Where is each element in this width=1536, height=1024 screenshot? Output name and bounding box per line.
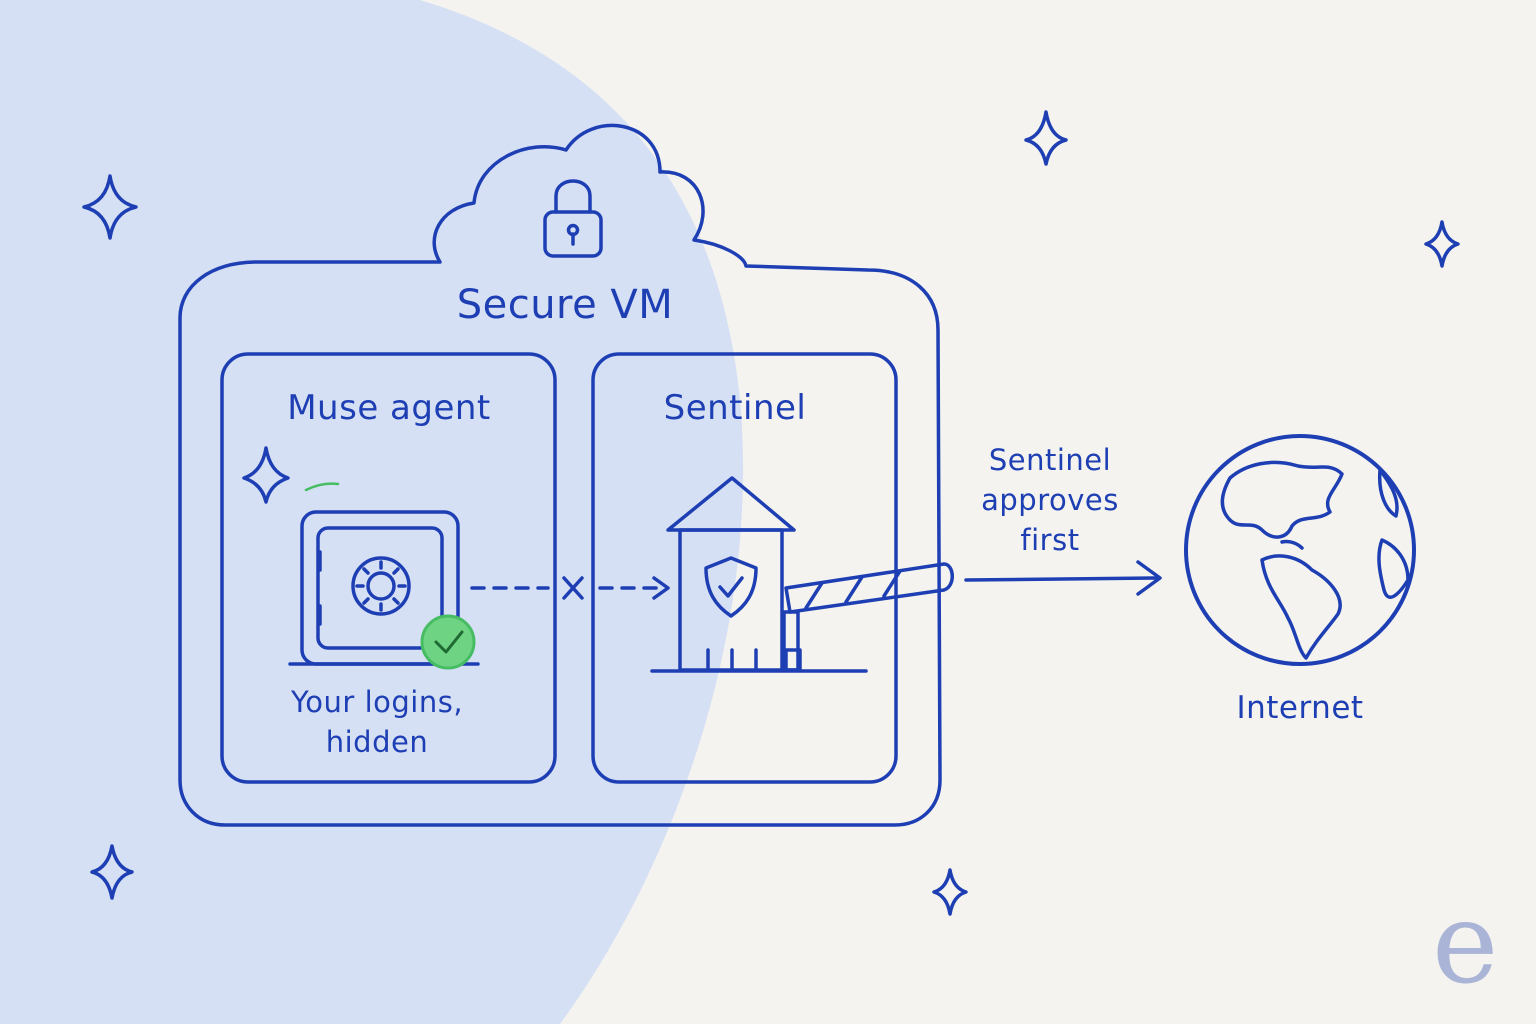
- sparkle-icon: [1024, 110, 1068, 166]
- secure-vm-box: [178, 123, 942, 827]
- sentinel-title: Sentinel: [663, 388, 807, 428]
- muse-agent-panel: [220, 352, 557, 784]
- brand-logo-mark: e: [1432, 879, 1499, 1009]
- arrow-label: Sentinel approves first: [981, 443, 1119, 557]
- sparkle-icon: [82, 174, 138, 240]
- lock-icon: [543, 179, 603, 258]
- check-icon: [420, 614, 476, 670]
- blocked-dashed-arrow: [470, 576, 670, 600]
- internet-label: Internet: [1236, 690, 1364, 726]
- logins-caption: Your logins, hidden: [290, 685, 464, 759]
- green-stroke: [304, 482, 340, 492]
- secure-vm-title: Secure VM: [456, 282, 674, 328]
- sentinel-panel: [591, 352, 898, 784]
- shield-icon: [704, 556, 758, 618]
- barrier-gate-icon: [782, 562, 954, 672]
- approved-arrow: [964, 560, 1162, 596]
- guard-tower-icon: [650, 476, 868, 673]
- muse-agent-title: Muse agent: [287, 388, 491, 428]
- sparkle-icon: [242, 446, 290, 504]
- globe-icon: [1184, 434, 1416, 666]
- sparkle-icon: [1424, 220, 1460, 268]
- sparkle-icon: [90, 844, 134, 900]
- sparkle-icon: [932, 868, 968, 916]
